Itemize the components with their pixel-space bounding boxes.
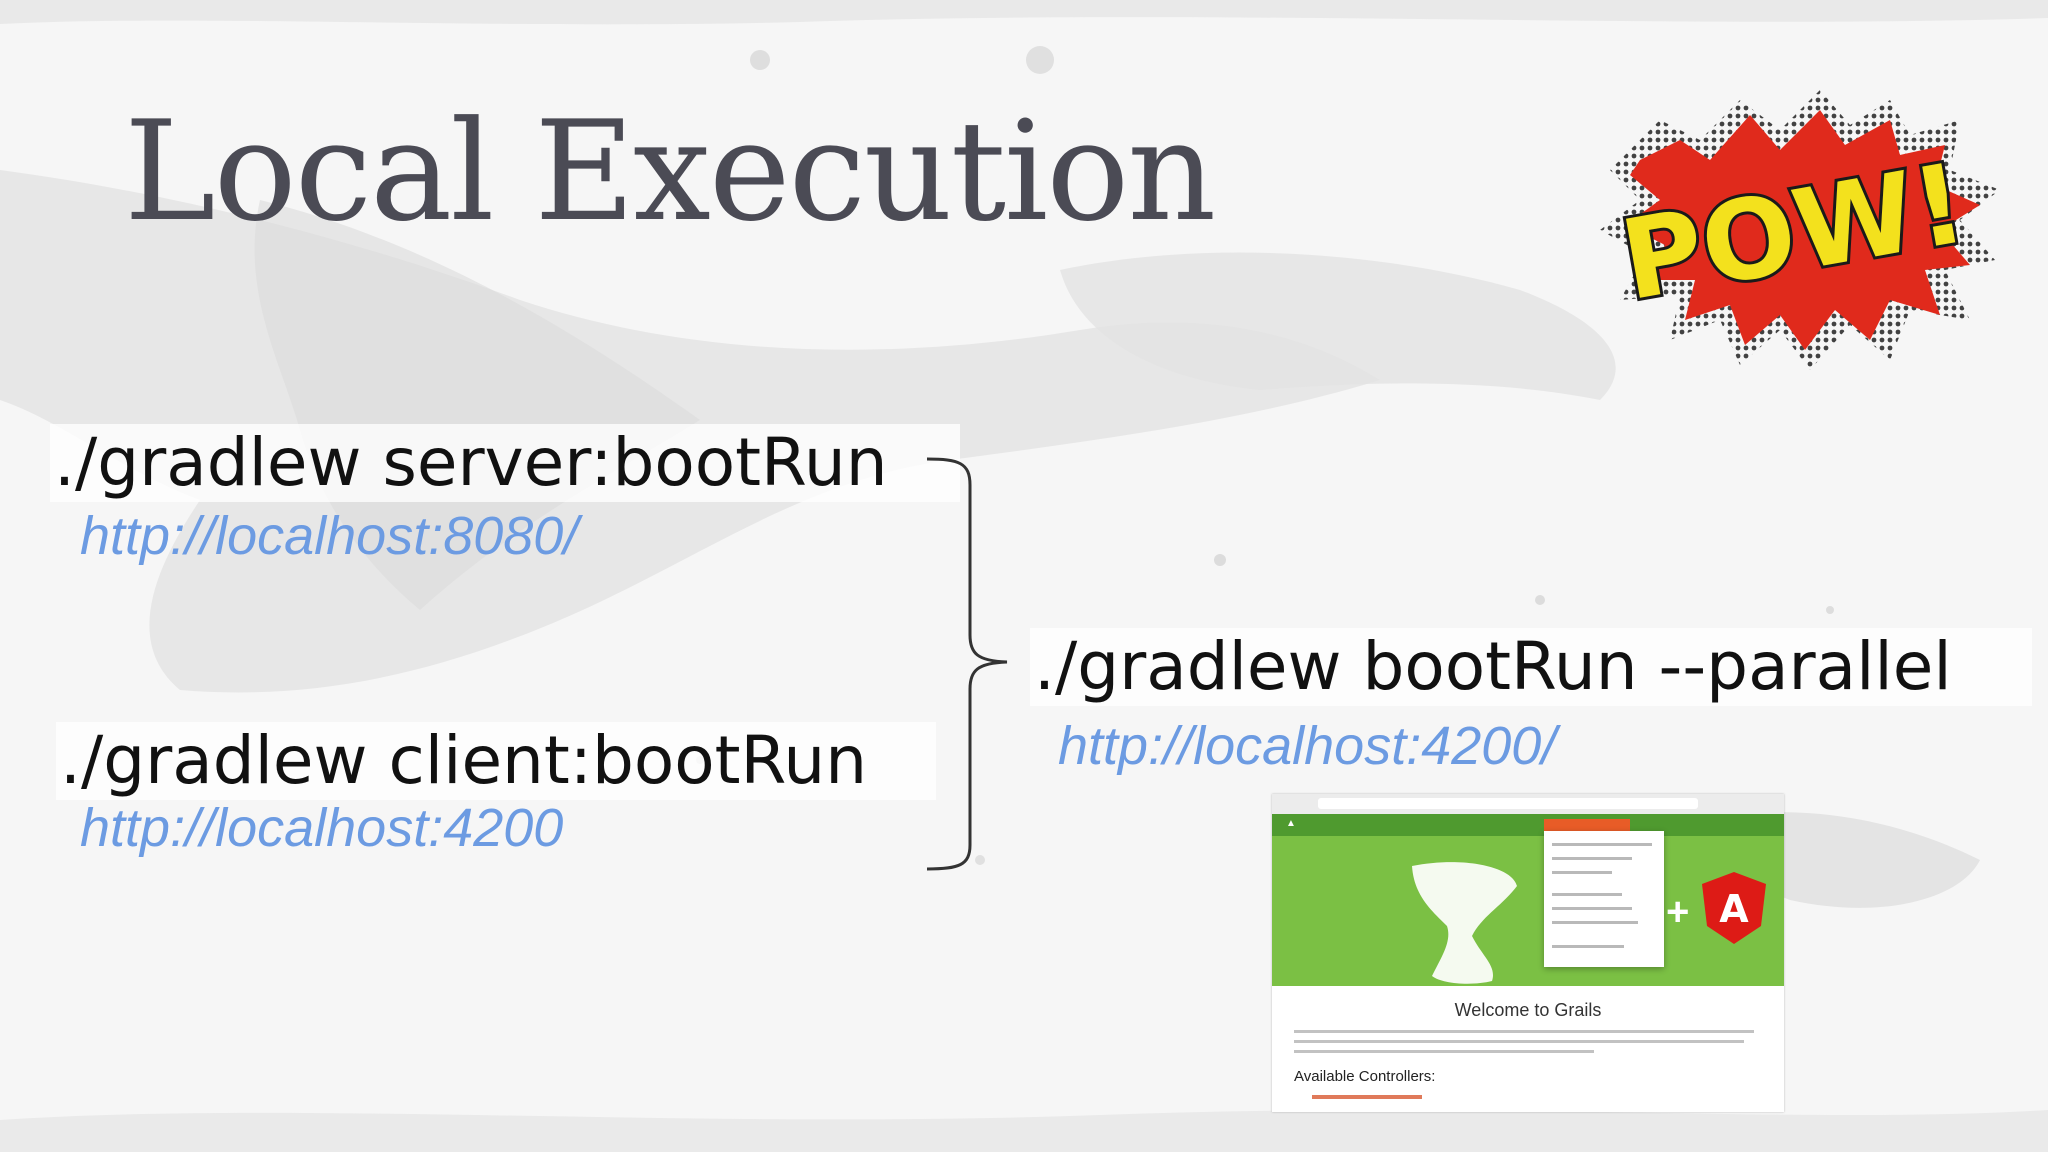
url-client[interactable]: http://localhost:4200 — [80, 798, 564, 858]
grails-navbar — [1272, 814, 1784, 836]
app-status-dropdown — [1544, 831, 1664, 967]
intro-text-line — [1294, 1040, 1744, 1043]
url-server[interactable]: http://localhost:8080/ — [80, 506, 579, 566]
slide-title: Local Execution — [124, 91, 1216, 252]
address-bar — [1318, 798, 1698, 809]
controller-link — [1312, 1095, 1422, 1099]
available-controllers-heading: Available Controllers: — [1294, 1068, 1436, 1085]
command-server-bootrun: ./gradlew server:bootRun — [50, 424, 960, 502]
url-parallel[interactable]: http://localhost:4200/ — [1058, 716, 1557, 776]
angular-letter: A — [1719, 887, 1749, 931]
command-bootrun-parallel: ./gradlew bootRun --parallel — [1030, 628, 2032, 706]
app-status-menu — [1544, 819, 1630, 831]
grails-angular-screenshot: ▲ + A Welcome to Grails Available Contro… — [1272, 794, 1784, 1112]
welcome-heading: Welcome to Grails — [1454, 1000, 1602, 1020]
right-curly-brace — [926, 457, 1008, 871]
plus-sign: + — [1666, 890, 1690, 934]
pow-burst-graphic: POW! — [1600, 90, 2000, 370]
grails-brand: ▲ — [1286, 818, 1296, 829]
grails-hero-banner — [1272, 836, 1784, 986]
command-client-bootrun: ./gradlew client:bootRun — [56, 722, 936, 800]
intro-text-line — [1294, 1050, 1594, 1053]
grails-logo-icon — [1412, 862, 1517, 984]
angular-logo-icon: A — [1702, 872, 1766, 944]
intro-text-line — [1294, 1030, 1754, 1033]
browser-toolbar — [1272, 794, 1784, 815]
